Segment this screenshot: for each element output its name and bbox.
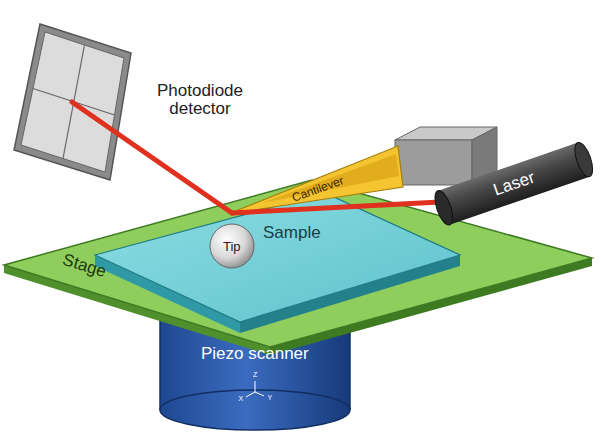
part-label: Y	[268, 394, 273, 402]
tip-sphere	[210, 224, 254, 268]
part-label: Tip	[223, 240, 241, 254]
part-label: Piezo scanner	[201, 345, 309, 364]
part-label: Sample	[263, 224, 321, 243]
sample	[95, 193, 460, 333]
part-label: X	[239, 395, 244, 403]
laser-source	[431, 140, 596, 227]
part-label: Z	[253, 371, 257, 379]
axis-icon	[246, 381, 264, 397]
part-label: Photodiode detector	[150, 82, 250, 119]
laser-beam	[232, 202, 440, 213]
stage	[4, 180, 592, 355]
laser-beam	[72, 102, 232, 213]
